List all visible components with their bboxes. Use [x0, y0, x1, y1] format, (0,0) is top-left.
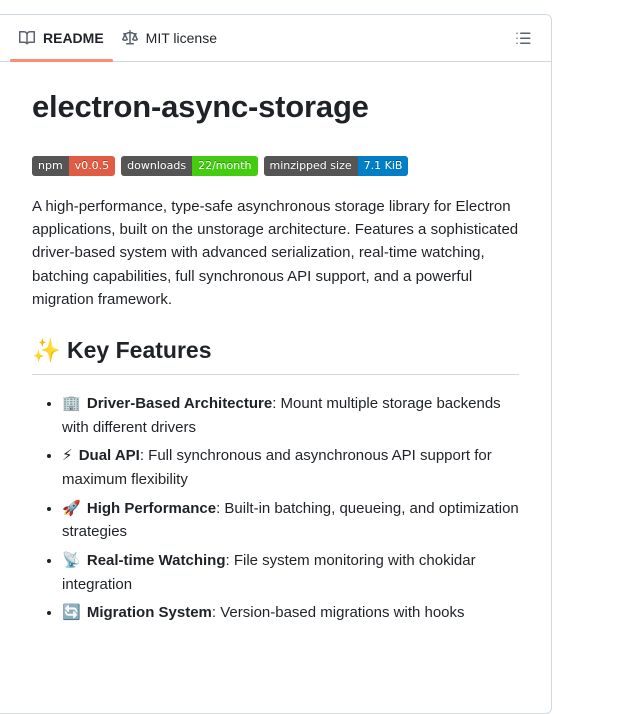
badge-downloads-value: 22/month	[192, 155, 258, 176]
feature-term: Driver-Based Architecture	[86, 394, 273, 412]
list-item: 🔄 Migration System: Version-based migrat…	[62, 601, 519, 625]
badge-minzipped-size[interactable]: minzipped size 7.1 KiB	[263, 155, 409, 176]
feature-term: High Performance	[86, 499, 217, 517]
tab-readme[interactable]: README	[10, 15, 113, 62]
badge-minzipped-label: minzipped size	[263, 155, 358, 176]
tab-mit-license-label: MIT license	[145, 30, 217, 46]
feature-term: Dual API	[78, 447, 140, 465]
key-features-heading-label: Key Features	[67, 337, 212, 363]
rocket-emoji: 🚀	[62, 498, 81, 517]
feature-desc: : File system monitoring with chokidar i…	[62, 552, 476, 593]
badge-npm-label: npm	[32, 155, 69, 176]
badge-downloads-label: downloads	[121, 155, 193, 176]
page-title: electron-async-storage	[32, 89, 369, 124]
badge-downloads[interactable]: downloads 22/month	[121, 155, 258, 176]
tab-readme-label: README	[43, 30, 104, 46]
tab-mit-license[interactable]: MIT license	[113, 15, 226, 61]
book-icon	[19, 30, 35, 46]
badge-minzipped-value: 7.1 KiB	[357, 155, 409, 176]
counterclockwise-arrows-emoji: 🔄	[62, 603, 81, 622]
badge-row: npm v0.0.5 downloads 22/month minzipped …	[32, 155, 519, 176]
satellite-antenna-emoji: 📡	[62, 551, 81, 570]
list-item: 🚀 High Performance: Built-in batching, q…	[62, 497, 519, 544]
readme-panel: README MIT license electron-async-storag…	[0, 14, 552, 714]
feature-desc: : Full synchronous and asynchronous API …	[62, 447, 492, 488]
sparkles-emoji: ✨	[32, 338, 61, 364]
feature-desc: : Built-in batching, queueing, and optim…	[62, 499, 519, 541]
feature-term: Migration System	[86, 604, 212, 622]
readme-tab-header: README MIT license	[0, 15, 551, 62]
badge-npm-version[interactable]: npm v0.0.5	[32, 155, 116, 176]
list-item: ⚡ Dual API: Full synchronous and asynchr…	[62, 444, 519, 491]
office-building-emoji: 🏢	[62, 393, 81, 412]
list-item: 📡 Real-time Watching: File system monito…	[62, 549, 519, 596]
readme-content: electron-async-storage npm v0.0.5 downlo…	[0, 62, 551, 625]
list-item: 🏢 Driver-Based Architecture: Mount multi…	[62, 392, 519, 439]
outline-list-icon[interactable]	[509, 24, 537, 52]
key-features-heading: ✨ Key Features	[32, 336, 519, 375]
feature-desc: : Version-based migrations with hooks	[211, 604, 465, 622]
intro-paragraph: A high-performance, type-safe asynchrono…	[32, 197, 519, 308]
badge-npm-value: v0.0.5	[68, 155, 116, 176]
high-voltage-emoji: ⚡	[62, 446, 73, 465]
law-scale-icon	[121, 30, 138, 46]
feature-desc: : Mount multiple storage backends with d…	[62, 394, 501, 436]
feature-term: Real-time Watching	[86, 552, 226, 570]
key-features-list: 🏢 Driver-Based Architecture: Mount multi…	[32, 392, 519, 625]
